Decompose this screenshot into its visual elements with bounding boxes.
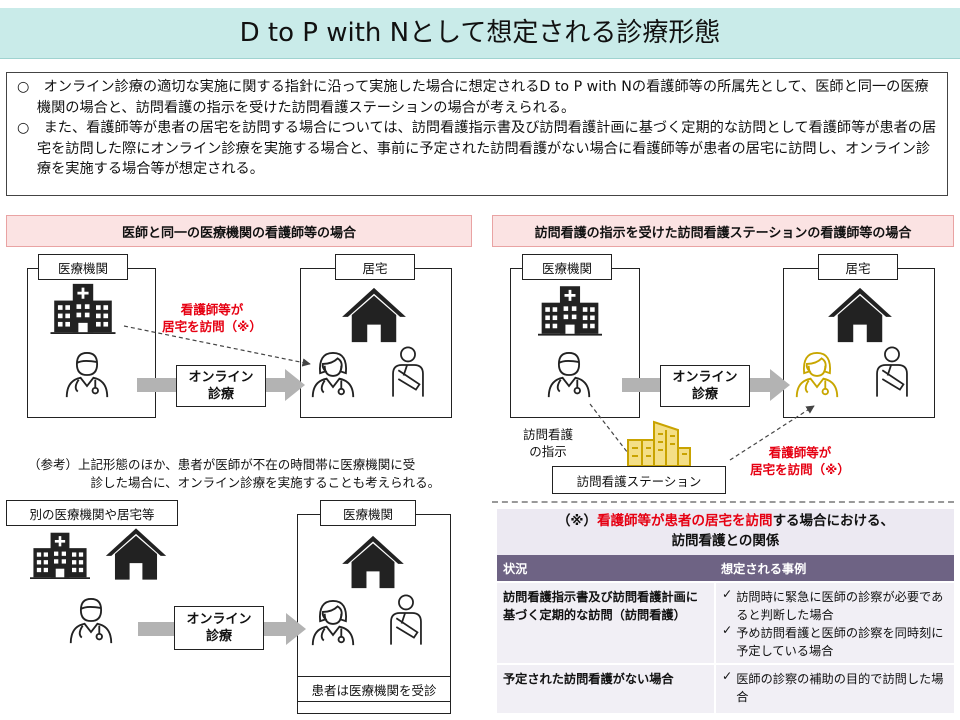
- patient-icon: [384, 592, 428, 648]
- table-row: 訪問看護指示書及び訪問看護計画に基づく定期的な訪問（訪問看護） ✓ 訪問時に緊急…: [497, 581, 954, 664]
- case-item: ✓ 医師の診察の補助の目的で訪問した場合: [722, 669, 948, 705]
- hospital-icon: [30, 530, 90, 580]
- right-clinic-label: 医療機関: [522, 254, 612, 280]
- reference-note: （参考）上記形態のほか、患者が医師が不在の時間帯に医療機関に受 診した場合に、オ…: [28, 456, 478, 492]
- left-panel-banner: 医師と同一の医療機関の看護師等の場合: [6, 215, 472, 247]
- relation-heading: （※）看護師等が患者の居宅を訪問する場合における、 訪問看護との関係: [497, 509, 954, 555]
- left-red-note: 看護師等が 居宅を訪問（※）: [152, 301, 272, 335]
- left-online-consultation: オンライン 診療: [176, 365, 266, 407]
- red-note-line1: 看護師等が: [180, 302, 244, 317]
- online-line1: オンライン: [188, 370, 254, 385]
- check-icon: ✓: [722, 623, 733, 637]
- station-label: 訪問看護ステーション: [552, 466, 726, 494]
- title-bar: [0, 8, 960, 59]
- column-header-status: 状況: [497, 555, 715, 582]
- visit-arrow: [123, 325, 311, 367]
- case-text: 医師の診察の補助の目的で訪問した場合: [736, 672, 944, 704]
- reference-caption: 患者は医療機関を受診: [297, 676, 451, 702]
- online-line1: オンライン: [672, 370, 738, 385]
- doctor-icon: [64, 350, 110, 400]
- case-item: ✓ 訪問時に緊急に医師の診察が必要であると判断した場合: [722, 587, 948, 623]
- right-panel-banner: 訪問看護の指示を受けた訪問看護ステーションの看護師等の場合: [492, 215, 954, 247]
- reference-line1: （参考）上記形態のほか、患者が医師が不在の時間帯に医療機関に受: [28, 457, 416, 472]
- table-row: 予定された訪問看護がない場合 ✓ 医師の診察の補助の目的で訪問した場合: [497, 663, 954, 713]
- row-status: 訪問看護指示書及び訪問看護計画に基づく定期的な訪問（訪問看護）: [497, 581, 716, 664]
- reference-right-label: 医療機関: [320, 500, 416, 526]
- relation-heading-prefix: （※）: [556, 513, 598, 529]
- instruction-line2: の指示: [529, 444, 567, 459]
- right-red-note: 看護師等が 居宅を訪問（※）: [740, 444, 860, 478]
- row-cases: ✓ 訪問時に緊急に医師の診察が必要であると判断した場合 ✓ 予め訪問看護と医師の…: [715, 581, 954, 664]
- check-icon: ✓: [722, 669, 733, 683]
- online-line2: 診療: [205, 629, 232, 644]
- column-header-cases: 想定される事例: [715, 555, 954, 582]
- relation-heading-red: 看護師等が患者の居宅を訪問: [597, 513, 773, 529]
- relation-heading-line2: 訪問看護との関係: [671, 533, 780, 549]
- hospital-icon: [50, 282, 116, 334]
- right-home-label: 居宅: [818, 254, 898, 280]
- section-divider: [492, 501, 954, 503]
- case-item: ✓ 予め訪問看護と医師の診察を同時刻に予定している場合: [722, 623, 948, 659]
- nurse-icon: [794, 350, 840, 400]
- case-text: 予め訪問看護と医師の診察を同時刻に予定している場合: [736, 626, 944, 658]
- page-title: D to P with Nとして想定される診療形態: [239, 18, 721, 48]
- online-line2: 診療: [691, 387, 718, 402]
- nurse-icon: [310, 598, 356, 648]
- red-note-line1: 看護師等が: [768, 445, 832, 460]
- reference-left-label: 別の医療機関や居宅等: [6, 500, 178, 526]
- relation-heading-suffix: する場合における、: [772, 513, 895, 529]
- right-home-box: [783, 268, 935, 418]
- instruction-line1: 訪問看護: [522, 427, 573, 442]
- red-note-line2: 居宅を訪問（※）: [750, 462, 850, 477]
- house-icon: [340, 534, 406, 590]
- row-cases: ✓ 医師の診察の補助の目的で訪問した場合: [715, 663, 954, 713]
- house-icon: [104, 526, 168, 582]
- doctor-icon: [546, 350, 592, 400]
- left-clinic-label: 医療機関: [38, 254, 128, 280]
- patient-icon: [386, 344, 430, 400]
- hospital-icon: [538, 284, 602, 336]
- online-line2: 診療: [207, 387, 234, 402]
- reference-online-consultation: オンライン 診療: [174, 606, 264, 650]
- check-icon: ✓: [722, 587, 733, 601]
- row-status: 予定された訪問看護がない場合: [497, 663, 716, 713]
- patient-icon: [870, 344, 914, 400]
- intro-paragraph-2: ○ また、看護師等が患者の居宅を訪問する場合については、訪問看護指示書及び訪問看…: [17, 120, 937, 178]
- right-online-consultation: オンライン 診療: [660, 365, 750, 407]
- house-icon: [340, 286, 408, 344]
- instruction-label: 訪問看護 の指示: [508, 426, 588, 460]
- station-icon: [624, 418, 694, 468]
- reference-line2: 診した場合に、オンライン診療を実施することも考えられる。: [90, 475, 441, 490]
- house-icon: [826, 286, 894, 344]
- intro-paragraph-1: ○ オンライン診療の適切な実施に関する指針に沿って実施した場合に想定されるD t…: [17, 79, 929, 116]
- red-note-line2: 居宅を訪問（※）: [162, 319, 262, 334]
- case-text: 訪問時に緊急に医師の診察が必要であると判断した場合: [736, 590, 944, 622]
- left-home-label: 居宅: [335, 254, 415, 280]
- relation-table: 状況 想定される事例 訪問看護指示書及び訪問看護計画に基づく定期的な訪問（訪問看…: [497, 555, 954, 713]
- online-line1: オンライン: [186, 612, 252, 627]
- intro-box: ○ オンライン診療の適切な実施に関する指針に沿って実施した場合に想定されるD t…: [6, 72, 948, 196]
- doctor-icon: [68, 596, 114, 646]
